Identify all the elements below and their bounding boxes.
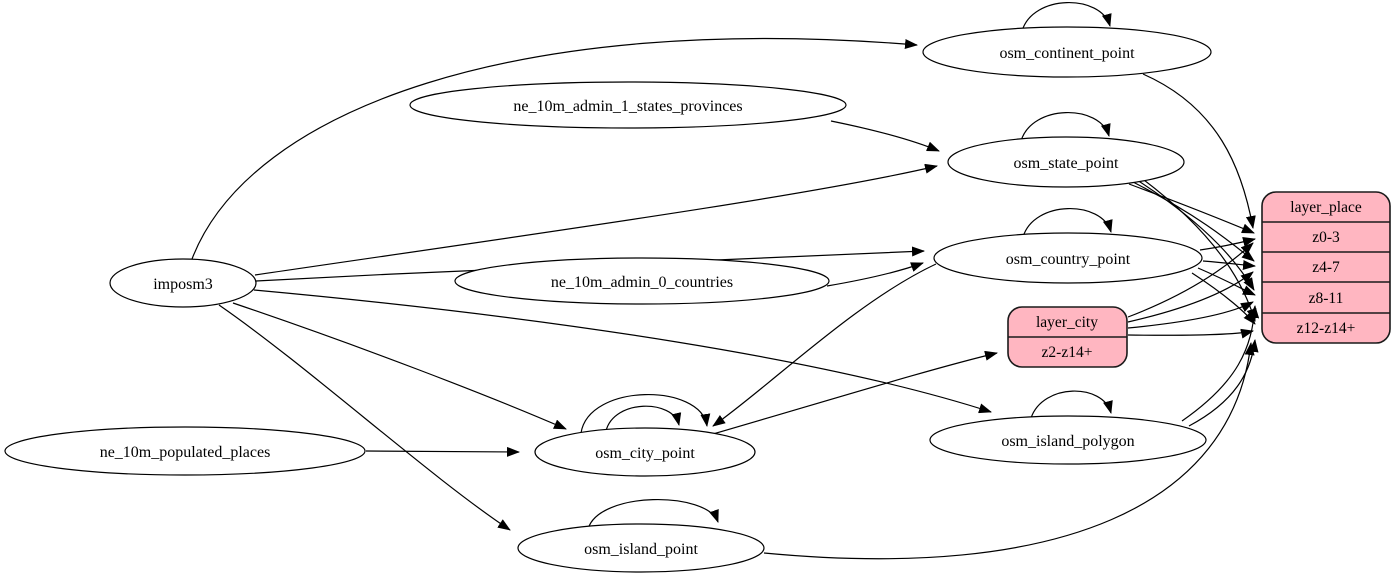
edge-osm-island-polygon-to-z8-11 <box>1181 305 1260 422</box>
edge-layer-city-to-z8-11 <box>1127 301 1254 329</box>
ne-10m-populated-places-ellipse <box>4 426 366 476</box>
osm-island-polygon-label: osm_island_polygon <box>1001 433 1134 450</box>
edge-osm-island-polygon-self-loop <box>1030 390 1113 419</box>
edge-group <box>191 2 1260 560</box>
osm-country-point-label: osm_country_point <box>1006 251 1131 268</box>
edge-osm-country-point-to-z12-z14 <box>1191 272 1256 325</box>
edge-osm-city-point-self-loop-inner <box>605 405 682 432</box>
node-osm-island-polygon: osm_island_polygon <box>929 415 1207 465</box>
edge-ne-10m-admin-1-to-osm-state-point <box>830 120 940 152</box>
layer-place-title: layer_place <box>1290 199 1362 216</box>
osm-island-polygon-ellipse <box>929 415 1207 465</box>
ne-10m-admin-1-ellipse <box>409 81 847 129</box>
edge-osm-city-point-to-layer-city <box>705 350 998 437</box>
osm-continent-point-label: osm_continent_point <box>999 45 1135 62</box>
edge-layer-city-to-z12-z14 <box>1127 328 1254 339</box>
edge-imposm3-to-osm-city-point <box>232 302 567 430</box>
layer-place-row-z12-z14: z12-z14+ <box>1297 320 1356 337</box>
osm-continent-point-ellipse <box>922 26 1212 78</box>
node-ne-10m-populated-places: ne_10m_populated_places <box>4 426 366 476</box>
edge-ne-10m-populated-places-to-osm-city-point <box>365 446 520 457</box>
edge-imposm3-to-osm-continent-point <box>191 37 918 260</box>
osm-state-point-ellipse <box>947 136 1185 188</box>
edge-osm-country-point-to-z8-11 <box>1197 267 1256 296</box>
edge-ne-10m-admin-0-to-osm-country-point <box>826 262 924 287</box>
edge-imposm3-to-osm-island-polygon <box>253 289 992 414</box>
edge-osm-continent-point-self-loop <box>1021 2 1112 32</box>
layer-city-title: layer_city <box>1036 314 1098 331</box>
imposm3-label: imposm3 <box>153 276 213 293</box>
layer-city-row-z2-z14: z2-z14+ <box>1042 344 1093 361</box>
edge-layer-city-to-z0-3 <box>1127 242 1254 318</box>
node-osm-continent-point: osm_continent_point <box>922 26 1212 78</box>
node-imposm3: imposm3 <box>109 258 257 308</box>
edge-osm-country-point-to-z0-3 <box>1199 237 1256 251</box>
edge-osm-country-point-self-loop <box>1022 208 1113 238</box>
layer-place-row-z0-3: z0-3 <box>1312 229 1340 246</box>
edge-osm-state-point-to-z4-7 <box>1132 181 1255 262</box>
osm-state-point-label: osm_state_point <box>1014 155 1119 172</box>
node-ne-10m-admin-1-states-provinces: ne_10m_admin_1_states_provinces <box>409 81 847 129</box>
edge-osm-city-point-self-loop-outer <box>580 394 711 434</box>
node-osm-island-point: osm_island_point <box>517 523 765 573</box>
osm-island-point-label: osm_island_point <box>584 541 698 558</box>
edge-osm-island-point-self-loop <box>587 499 719 530</box>
node-osm-state-point: osm_state_point <box>947 136 1185 188</box>
edge-osm-island-polygon-to-z12-z14 <box>1188 339 1259 427</box>
ne-10m-admin-0-label: ne_10m_admin_0_countries <box>551 274 733 291</box>
edge-osm-continent-point-to-z0-3 <box>1142 73 1256 229</box>
node-layer-place: layer_place z0-3 z4-7 z8-11 z12-z14+ <box>1261 191 1391 344</box>
node-layer-city: layer_city z2-z14+ <box>1007 306 1128 368</box>
ne-10m-admin-0-ellipse <box>454 257 830 305</box>
layer-place-row-z4-7: z4-7 <box>1312 259 1340 276</box>
imposm3-ellipse <box>109 258 257 308</box>
osm-city-point-label: osm_city_point <box>595 445 695 462</box>
osm-island-point-ellipse <box>517 523 765 573</box>
osm-city-point-ellipse <box>534 427 756 477</box>
edge-osm-country-point-to-osm-city-point <box>712 263 937 427</box>
node-osm-country-point: osm_country_point <box>933 232 1203 284</box>
ne-10m-admin-1-label: ne_10m_admin_1_states_provinces <box>513 98 742 115</box>
node-osm-city-point: osm_city_point <box>534 427 756 477</box>
edge-imposm3-to-osm-island-point <box>218 304 511 531</box>
node-ne-10m-admin-0-countries: ne_10m_admin_0_countries <box>454 257 830 305</box>
edge-osm-island-point-to-z12-z14 <box>763 342 1255 560</box>
edge-imposm3-to-osm-state-point <box>254 163 938 276</box>
layer-place-row-z8-11: z8-11 <box>1309 290 1344 307</box>
edge-osm-state-point-self-loop <box>1020 112 1111 142</box>
layer-place-box <box>1261 191 1391 344</box>
edge-layer-city-to-z4-7 <box>1127 271 1254 323</box>
edge-osm-state-point-to-z0-3 <box>1128 183 1255 234</box>
ne-10m-populated-places-label: ne_10m_populated_places <box>100 444 271 461</box>
edge-osm-country-point-to-z4-7 <box>1202 260 1256 270</box>
osm-country-point-ellipse <box>933 232 1203 284</box>
